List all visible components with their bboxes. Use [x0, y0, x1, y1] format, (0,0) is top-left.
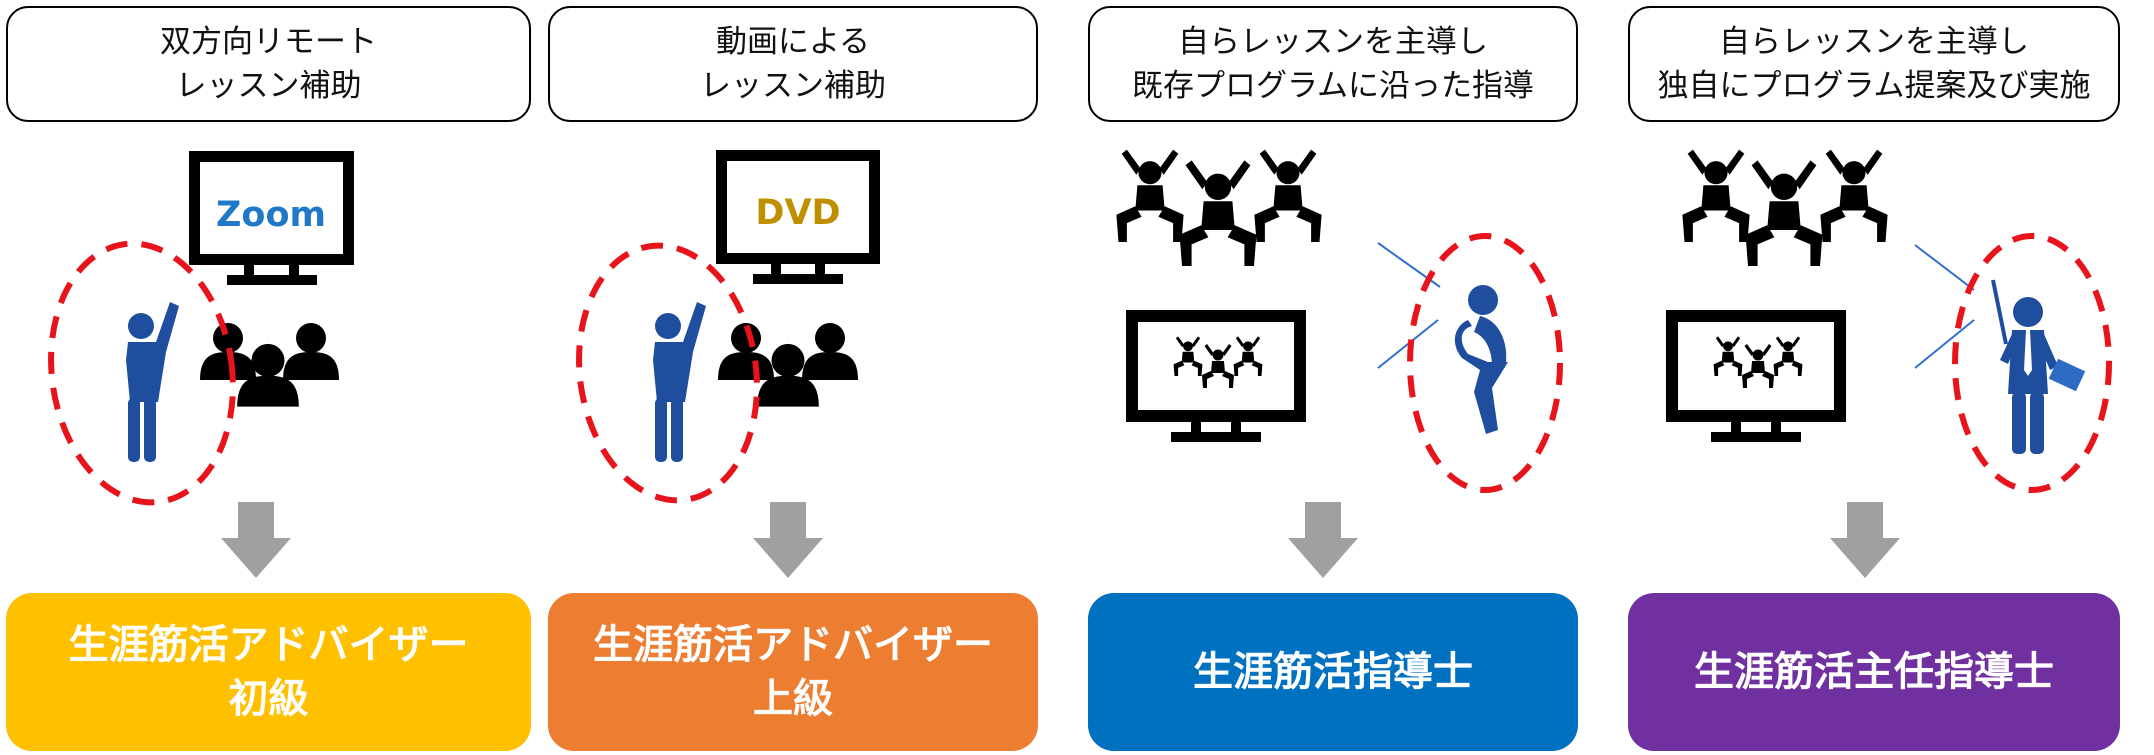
down-arrow-icon — [1288, 502, 1358, 578]
screen-label: DVD — [755, 193, 840, 233]
caption-box: 自らレッスンを主導し 既存プログラムに沿った指導 — [1088, 6, 1578, 122]
highlight-dashed-circle — [48, 240, 236, 506]
highlight-dashed-circle — [1407, 233, 1563, 493]
class-squatters-icon — [1116, 149, 1322, 266]
caption-line-1: 自らレッスンを主導し — [1178, 24, 1488, 60]
level-badge: 生涯筋活アドバイザー 初級 — [6, 593, 531, 751]
caption-line-2: 既存プログラムに沿った指導 — [1131, 68, 1535, 104]
monitor-squatters-icon — [1126, 310, 1306, 442]
caption-line-2: レッスン補助 — [175, 68, 362, 104]
zoom-monitor-icon: Zoom — [189, 151, 354, 285]
level-line-1: 生涯筋活アドバイザー — [593, 622, 993, 668]
level-badge: 生涯筋活主任指導士 — [1628, 593, 2120, 751]
level-line-2: 上級 — [753, 676, 833, 722]
down-arrow-icon — [1830, 502, 1900, 578]
level-line-1: 生涯筋活主任指導士 — [1694, 649, 2054, 695]
level-line-1: 生涯筋活アドバイザー — [68, 622, 469, 668]
screen-label: Zoom — [216, 195, 326, 235]
original-program-illustration — [1666, 149, 2112, 493]
caption-line-1: 自らレッスンを主導し — [1719, 24, 2029, 60]
connector-line — [1914, 319, 1975, 369]
column-chief-instructor: 自らレッスンを主導し 独自にプログラム提案及び実施 — [1628, 0, 2120, 755]
remote-lesson-illustration: Zoom — [48, 151, 354, 506]
lecturer-with-pointer-icon — [1991, 279, 2086, 454]
squatting-instructor-icon — [1454, 285, 1508, 434]
dvd-monitor-icon: DVD — [716, 150, 880, 284]
caption-line-2: レッスン補助 — [700, 68, 886, 104]
monitor-squatters-icon — [1666, 310, 1846, 442]
connector-line — [1914, 244, 1975, 291]
caption-box: 自らレッスンを主導し 独自にプログラム提案及び実施 — [1628, 6, 2120, 122]
lead-lesson-illustration — [1116, 149, 1563, 493]
highlight-dashed-circle — [576, 242, 760, 504]
caption-line-2: 独自にプログラム提案及び実施 — [1657, 68, 2091, 104]
audience-icon — [200, 323, 339, 407]
caption-line-1: 双方向リモート — [160, 24, 377, 60]
caption-box: 動画による レッスン補助 — [548, 6, 1038, 122]
down-arrow-icon — [221, 502, 291, 578]
column-beginner-advisor: 双方向リモート レッスン補助 Zoom 生涯筋活アドバイザー 初級 — [6, 0, 531, 755]
level-line-1: 生涯筋活指導士 — [1193, 649, 1473, 695]
video-lesson-illustration: DVD — [576, 150, 880, 504]
caption-line-1: 動画による — [715, 24, 871, 60]
caption-box: 双方向リモート レッスン補助 — [6, 6, 531, 122]
instructor-icon — [126, 302, 179, 462]
class-squatters-icon — [1682, 149, 1888, 266]
level-badge: 生涯筋活指導士 — [1088, 593, 1578, 751]
audience-icon — [718, 323, 858, 407]
column-advanced-advisor: 動画による レッスン補助 DVD 生涯筋活アドバイザー 上級 — [548, 0, 1038, 755]
level-line-2: 初級 — [228, 676, 309, 722]
down-arrow-icon — [753, 502, 823, 578]
column-instructor: 自らレッスンを主導し 既存プログラムに沿った指導 生涯筋活指導士 — [1088, 0, 1578, 755]
level-badge: 生涯筋活アドバイザー 上級 — [548, 593, 1038, 751]
highlight-dashed-circle — [1952, 233, 2112, 493]
instructor-icon — [653, 302, 706, 462]
